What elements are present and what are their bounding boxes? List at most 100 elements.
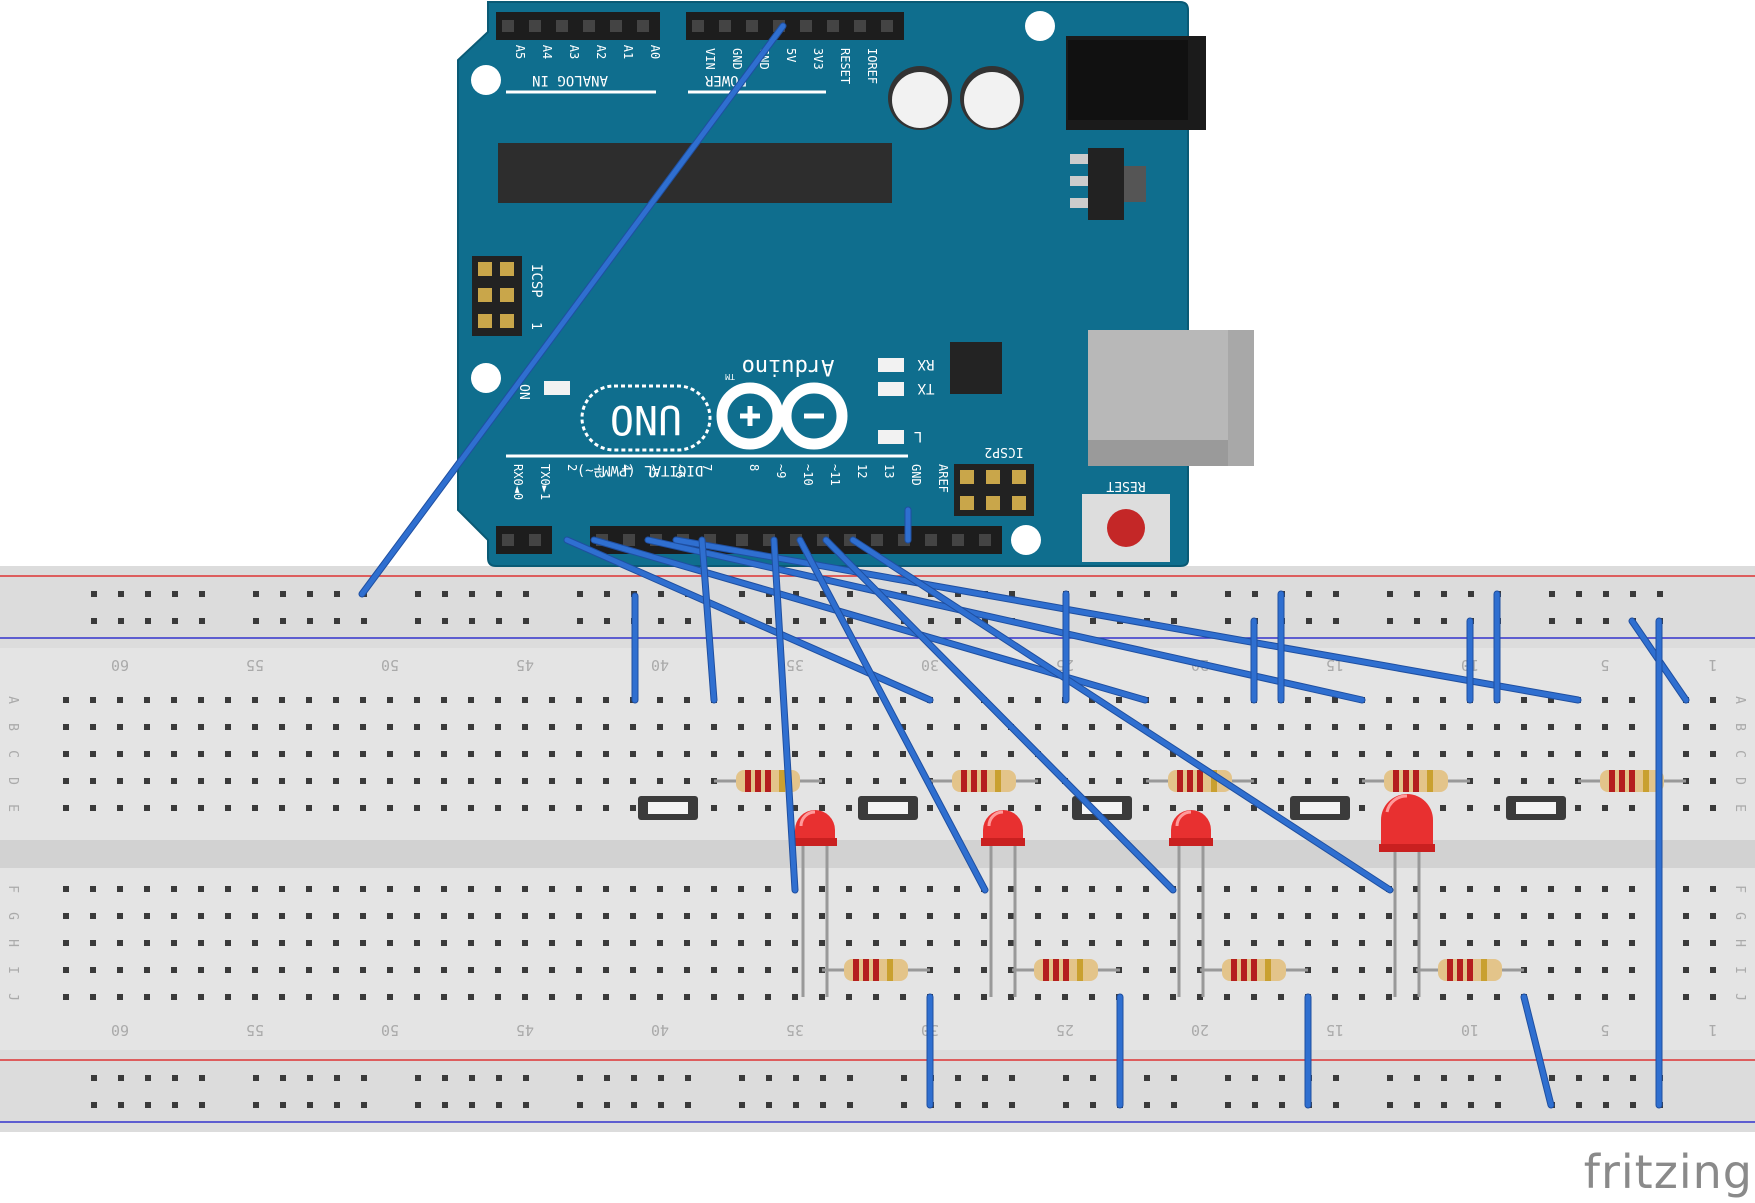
rail-hole	[1090, 591, 1096, 597]
rail-hole	[658, 591, 664, 597]
rail-hole	[253, 618, 259, 624]
hole	[1521, 724, 1527, 730]
hole	[1386, 940, 1392, 946]
rail-hole	[766, 1102, 772, 1108]
hole	[414, 940, 420, 946]
hole	[306, 724, 312, 730]
rail-hole	[280, 591, 286, 597]
push-button[interactable]	[1290, 796, 1350, 820]
push-button[interactable]	[858, 796, 918, 820]
hole	[198, 724, 204, 730]
rail-hole	[739, 1075, 745, 1081]
hole	[171, 913, 177, 919]
hole	[387, 886, 393, 892]
hole	[414, 751, 420, 757]
hole	[819, 751, 825, 757]
hole	[1413, 994, 1419, 1000]
red-led	[981, 810, 1025, 997]
hole	[522, 805, 528, 811]
hole	[711, 805, 717, 811]
hole	[1305, 778, 1311, 784]
hole	[333, 724, 339, 730]
hole	[144, 778, 150, 784]
hole	[1170, 913, 1176, 919]
hole	[738, 967, 744, 973]
hole	[1602, 967, 1608, 973]
analog-header	[496, 12, 660, 40]
hole	[792, 940, 798, 946]
hole	[603, 724, 609, 730]
pin-label: GND	[730, 48, 744, 70]
hole	[1305, 724, 1311, 730]
hole	[1629, 724, 1635, 730]
hole	[306, 805, 312, 811]
rail-hole	[496, 591, 502, 597]
rail-hole	[820, 591, 826, 597]
hole	[360, 751, 366, 757]
hole	[630, 886, 636, 892]
rail-hole	[1630, 1102, 1636, 1108]
pin-label: AREF	[936, 464, 950, 493]
rail-hole	[1171, 618, 1177, 624]
rail-hole	[847, 1075, 853, 1081]
rail-hole	[496, 618, 502, 624]
hole	[765, 751, 771, 757]
rail-hole	[1225, 1102, 1231, 1108]
hole	[198, 805, 204, 811]
pin-label: 2	[565, 464, 579, 471]
rail-hole	[199, 618, 205, 624]
hole	[1251, 805, 1257, 811]
rail-hole	[1630, 591, 1636, 597]
pin-label: 3V3	[811, 48, 825, 70]
hole	[333, 886, 339, 892]
hole	[90, 994, 96, 1000]
hole	[414, 778, 420, 784]
hole	[1089, 751, 1095, 757]
wire-core	[823, 537, 1176, 893]
hole	[387, 940, 393, 946]
hole	[900, 697, 906, 703]
rail-hole	[955, 1102, 961, 1108]
hole	[1116, 913, 1122, 919]
rail-hole	[361, 1075, 367, 1081]
column-number: 5	[1600, 656, 1609, 674]
rail-hole	[1171, 1102, 1177, 1108]
rail-hole	[847, 618, 853, 624]
hole	[1521, 778, 1527, 784]
hole	[117, 697, 123, 703]
hole	[495, 778, 501, 784]
hole	[252, 886, 258, 892]
hole	[1224, 697, 1230, 703]
column-number: 55	[246, 1021, 264, 1039]
hole	[576, 805, 582, 811]
hole	[954, 886, 960, 892]
pin-label: IOREF	[865, 48, 879, 84]
rail-hole	[1333, 1075, 1339, 1081]
hole	[549, 805, 555, 811]
hole	[1548, 724, 1554, 730]
hole	[1521, 697, 1527, 703]
hole	[441, 805, 447, 811]
hole	[738, 751, 744, 757]
hole	[657, 778, 663, 784]
rail-hole	[307, 591, 313, 597]
push-button[interactable]	[1506, 796, 1566, 820]
hole	[1089, 778, 1095, 784]
rail-hole	[1090, 618, 1096, 624]
rail-hole	[604, 618, 610, 624]
row-letter: A	[5, 696, 20, 704]
hole	[360, 913, 366, 919]
hole	[954, 751, 960, 757]
hole	[63, 697, 69, 703]
hole	[576, 751, 582, 757]
hole	[1575, 967, 1581, 973]
breadboard: 6055504540353025201510516055504540353025…	[0, 566, 1755, 1132]
rail-hole	[415, 1102, 421, 1108]
icsp-label: ICSP	[528, 264, 544, 298]
wire-core	[797, 537, 988, 893]
hole	[1683, 994, 1689, 1000]
hole	[441, 697, 447, 703]
push-button[interactable]	[638, 796, 698, 820]
hole	[765, 994, 771, 1000]
hole	[306, 967, 312, 973]
